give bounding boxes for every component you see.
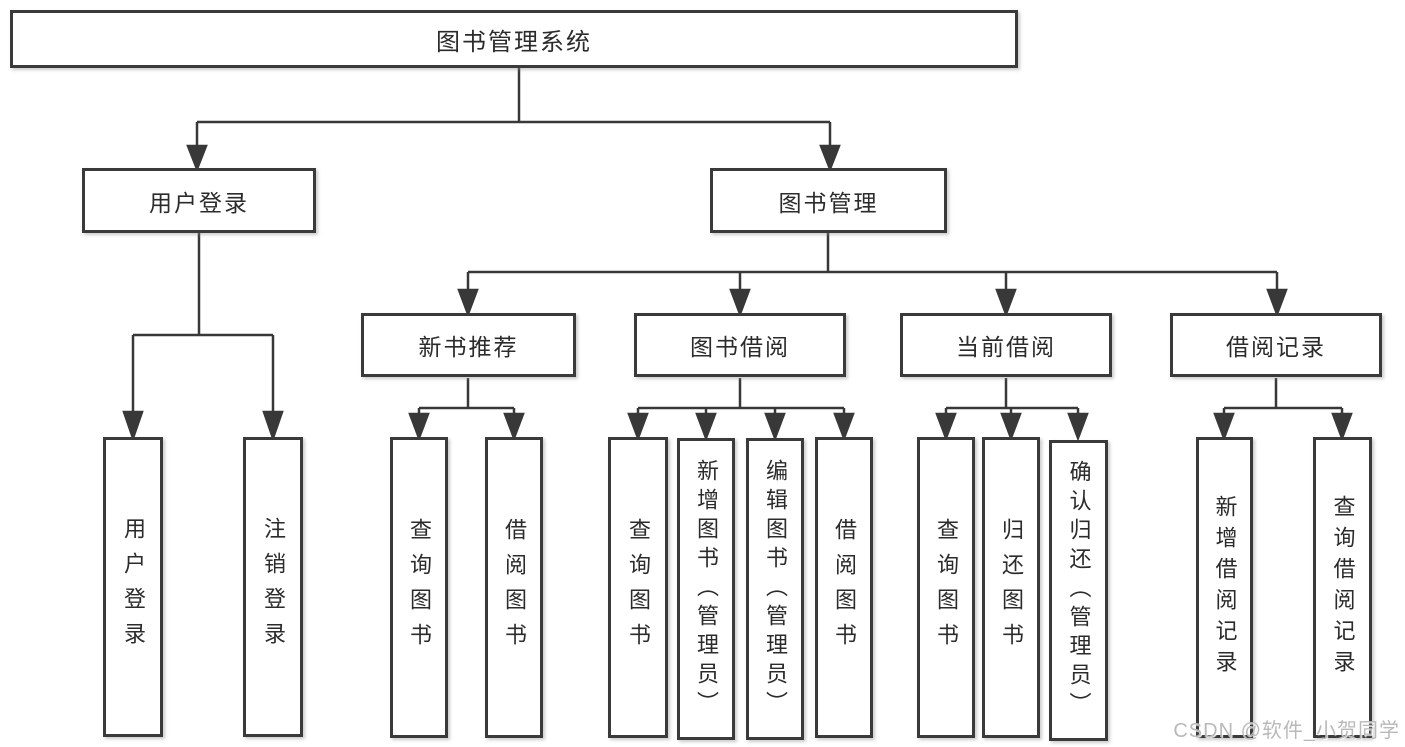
- leaf-bb-borrow-books: 借阅图书: [815, 437, 873, 738]
- leaf-bb-edit-books-admin: 编辑图书（管理员）: [746, 438, 804, 740]
- node-new-book-recommend-label: 新书推荐: [418, 334, 519, 360]
- node-user-login: 用户登录: [82, 168, 316, 233]
- csdn-watermark: CSDN @软件_小贺同学: [1173, 720, 1400, 742]
- leaf-cb-query-books-label: 查询图书: [934, 517, 959, 658]
- leaf-logout: 注销登录: [243, 437, 303, 737]
- leaf-bb-borrow-books-label: 借阅图书: [832, 517, 857, 658]
- leaf-cb-confirm-return-admin: 确认归还（管理员）: [1049, 440, 1108, 741]
- leaf-cb-return-books: 归还图书: [982, 437, 1040, 738]
- node-new-book-recommend: 新书推荐: [361, 313, 576, 377]
- node-book-borrowing-label: 图书借阅: [690, 334, 790, 360]
- leaf-nbr-query-books: 查询图书: [390, 437, 448, 738]
- leaf-bb-add-books-admin: 新增图书（管理员）: [677, 438, 735, 740]
- leaf-bb-query-books: 查询图书: [608, 437, 668, 738]
- leaf-user-login-label: 用户登录: [121, 517, 146, 657]
- leaf-cb-confirm-return-admin-label: 确认归还（管理员）: [1066, 460, 1092, 721]
- leaf-user-login: 用户登录: [103, 437, 163, 737]
- leaf-br-add-record-label: 新增借阅记录: [1212, 494, 1238, 681]
- node-current-borrowing-label: 当前借阅: [956, 334, 1056, 360]
- node-borrowing-records-label: 借阅记录: [1226, 334, 1326, 360]
- node-current-borrowing: 当前借阅: [900, 313, 1112, 377]
- node-borrowing-records: 借阅记录: [1170, 313, 1382, 377]
- node-root-label: 图书管理系统: [436, 28, 592, 56]
- node-book-management: 图书管理: [710, 168, 947, 233]
- leaf-bb-add-books-admin-label: 新增图书（管理员）: [694, 458, 719, 720]
- leaf-nbr-query-books-label: 查询图书: [407, 517, 432, 658]
- node-book-borrowing: 图书借阅: [634, 313, 846, 377]
- leaf-bb-edit-books-admin-label: 编辑图书（管理员）: [763, 458, 788, 720]
- node-root-system: 图书管理系统: [10, 10, 1018, 68]
- leaf-nbr-borrow-books: 借阅图书: [485, 437, 543, 738]
- leaf-cb-query-books: 查询图书: [917, 437, 975, 738]
- node-book-management-label: 图书管理: [778, 189, 879, 216]
- leaf-br-query-record-label: 查询借阅记录: [1330, 494, 1356, 681]
- leaf-bb-query-books-label: 查询图书: [626, 517, 651, 658]
- leaf-br-add-record: 新增借阅记录: [1196, 437, 1253, 738]
- node-user-login-label: 用户登录: [149, 189, 249, 216]
- leaf-cb-return-books-label: 归还图书: [999, 517, 1024, 658]
- leaf-logout-label: 注销登录: [261, 517, 286, 657]
- leaf-nbr-borrow-books-label: 借阅图书: [502, 517, 527, 658]
- leaf-br-query-record: 查询借阅记录: [1313, 437, 1372, 738]
